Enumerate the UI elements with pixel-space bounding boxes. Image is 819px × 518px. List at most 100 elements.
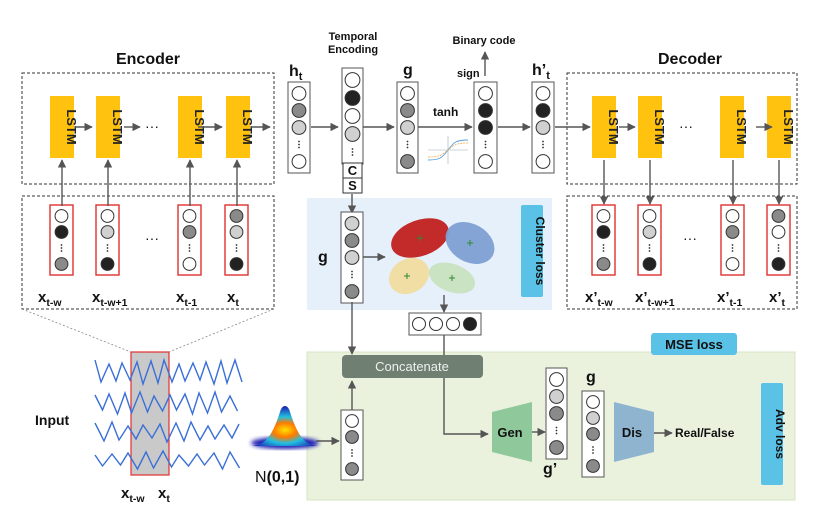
x-label: xt-1 (176, 289, 197, 309)
tanh-plot-icon (427, 136, 469, 164)
vector-dot (731, 244, 734, 246)
g-top-vector (396, 81, 419, 174)
decoder-lstm-panel (566, 72, 798, 185)
vector-node (596, 225, 611, 239)
cluster-loss-box (521, 205, 543, 297)
vector-dot (592, 449, 594, 451)
vector-node (345, 430, 359, 444)
vector-node (291, 120, 307, 135)
vector-node (478, 154, 493, 169)
real-false-label: Real/False (675, 426, 735, 440)
concatenate-label: Concatenate (375, 359, 449, 374)
input-series (94, 357, 243, 471)
lstm-label: LSTM (110, 109, 125, 144)
mse-loss-label: MSE loss (665, 337, 723, 352)
x-label: xt (158, 485, 170, 505)
vector-node (586, 395, 600, 409)
ht-vector (287, 81, 311, 174)
encoder-up-arrows (57, 159, 242, 206)
vector-dot (106, 244, 109, 246)
vector-dot (602, 244, 605, 246)
g-prime-vector (545, 367, 568, 460)
vector-node (400, 86, 415, 101)
vector-node (54, 257, 69, 271)
vector-dot (592, 452, 594, 454)
vector-node (229, 257, 244, 271)
x-label: x’t-w (585, 289, 614, 309)
vector-node (429, 317, 443, 331)
vector-node (344, 250, 360, 265)
vector-dot (188, 244, 191, 246)
vector-node (586, 411, 600, 425)
vector-dot (235, 247, 238, 249)
vector-node (549, 440, 564, 455)
vector-node (400, 103, 415, 118)
vector-node (596, 209, 611, 223)
x-label: xt-w (121, 485, 145, 505)
lstm-block (226, 96, 250, 158)
lstm-label: LSTM (781, 109, 796, 144)
generator-block (492, 402, 532, 462)
vector-dot (777, 250, 780, 252)
lstm-block (50, 96, 74, 158)
vector-node (344, 72, 361, 88)
encoder-lstm-ellipsis: ··· (145, 118, 159, 134)
lstm-block (638, 96, 662, 158)
adv-loss-box (761, 383, 783, 485)
gaussian-noise-icon (251, 406, 319, 449)
vector-node (535, 103, 551, 118)
decoder-down-arrows (599, 160, 784, 205)
temporal-encoding-label-2: Encoding (328, 44, 378, 56)
x-label: xt (227, 289, 239, 309)
vector-dot (60, 244, 63, 246)
vector-node (478, 120, 493, 135)
vector-dot (542, 143, 544, 146)
vector-node (182, 257, 197, 271)
decoder-output-panel (566, 195, 798, 310)
discriminator-block (614, 402, 654, 462)
x-label: xt-w+1 (92, 289, 128, 309)
vector-dot (60, 247, 63, 249)
vector-frame (766, 204, 791, 276)
vector-dot (298, 146, 300, 149)
vector-dot (106, 247, 109, 249)
vector-node (586, 459, 600, 473)
vector-dot (484, 146, 487, 149)
dis-label: Dis (622, 425, 642, 440)
lstm-label: LSTM (606, 109, 621, 144)
vector-dot (406, 140, 409, 143)
vector-node (642, 225, 657, 239)
vector-node (596, 257, 611, 271)
temporal-encoding-vector (341, 67, 364, 165)
vector-dot (484, 140, 487, 143)
input-label: Input (35, 412, 70, 428)
temporal-encoding-label-1: Temporal (329, 31, 378, 43)
cluster-ellipses (388, 218, 495, 295)
vector-frame (637, 204, 662, 276)
vector-node (344, 284, 360, 299)
vector-node (586, 427, 600, 441)
vector-dot (602, 247, 605, 249)
vector-node (478, 86, 493, 101)
encoder-title: Encoder (116, 51, 180, 68)
decoder-title: Decoder (658, 51, 722, 68)
vector-node (725, 225, 740, 239)
noise-label: N(0,1) (255, 469, 299, 486)
vector-node (344, 90, 361, 106)
vector-node (344, 216, 360, 231)
vector-dot (351, 273, 353, 276)
vector-dot (484, 143, 487, 146)
vector-node (478, 103, 493, 118)
input-window (130, 351, 170, 476)
vector-node (291, 154, 307, 169)
vector-node (535, 86, 551, 101)
vector-node (725, 209, 740, 223)
lstm-block (720, 96, 744, 158)
g-right-label: g (586, 369, 596, 386)
encoder-input-vectors (49, 204, 249, 276)
sign-label: sign (457, 68, 480, 80)
vector-dot (235, 244, 238, 246)
decoder-vector-ellipsis: ··· (683, 230, 697, 246)
lstm-label: LSTM (64, 109, 79, 144)
